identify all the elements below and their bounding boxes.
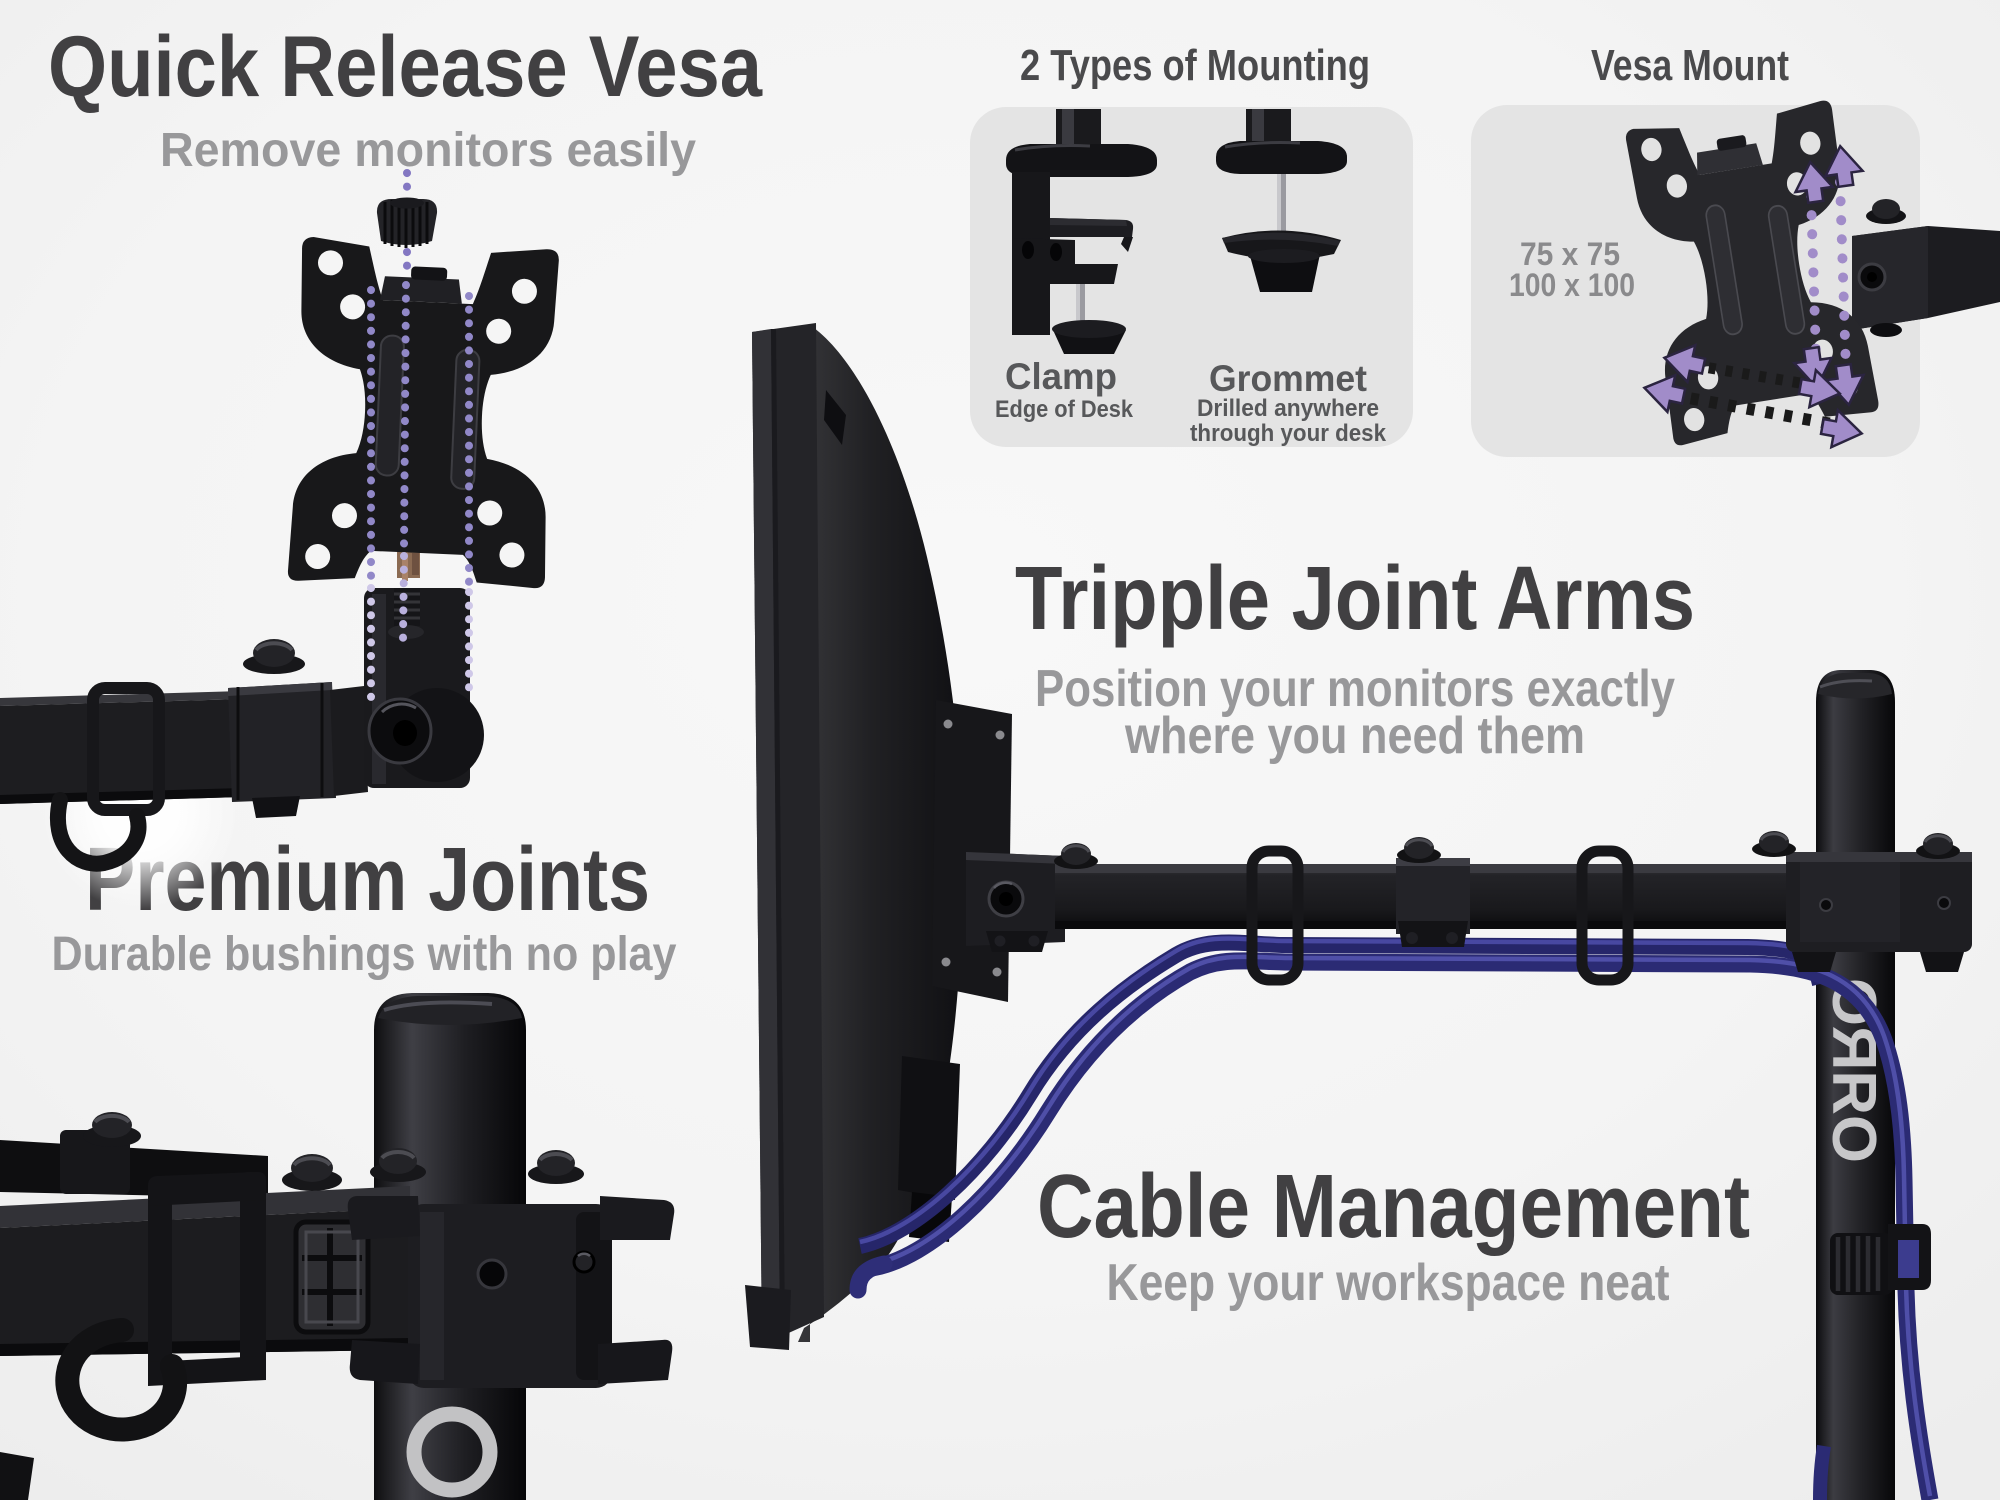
- svg-text:Vesa Mount: Vesa Mount: [1591, 41, 1789, 90]
- svg-text:Keep your workspace neat: Keep your workspace neat: [1107, 1254, 1670, 1312]
- svg-text:through your desk: through your desk: [1190, 420, 1387, 447]
- svg-text:Clamp: Clamp: [1005, 356, 1117, 397]
- svg-text:100 x 100: 100 x 100: [1509, 267, 1635, 303]
- svg-text:where you need them: where you need them: [1124, 707, 1585, 765]
- svg-text:Remove monitors easily: Remove monitors easily: [160, 124, 696, 177]
- svg-text:Grommet: Grommet: [1209, 358, 1367, 399]
- svg-text:Cable Management: Cable Management: [1037, 1157, 1750, 1257]
- svg-text:2 Types of Mounting: 2 Types of Mounting: [1020, 41, 1370, 90]
- svg-text:Quick Release Vesa: Quick Release Vesa: [48, 19, 763, 115]
- svg-text:Edge of Desk: Edge of Desk: [995, 396, 1134, 423]
- svg-text:75 x 75: 75 x 75: [1520, 236, 1620, 272]
- svg-text:Drilled anywhere: Drilled anywhere: [1197, 395, 1379, 422]
- svg-text:Position your monitors exactly: Position your monitors exactly: [1035, 660, 1675, 718]
- svg-text:Tripple Joint Arms: Tripple Joint Arms: [1015, 549, 1695, 649]
- svg-text:Durable bushings with no play: Durable bushings with no play: [52, 928, 677, 981]
